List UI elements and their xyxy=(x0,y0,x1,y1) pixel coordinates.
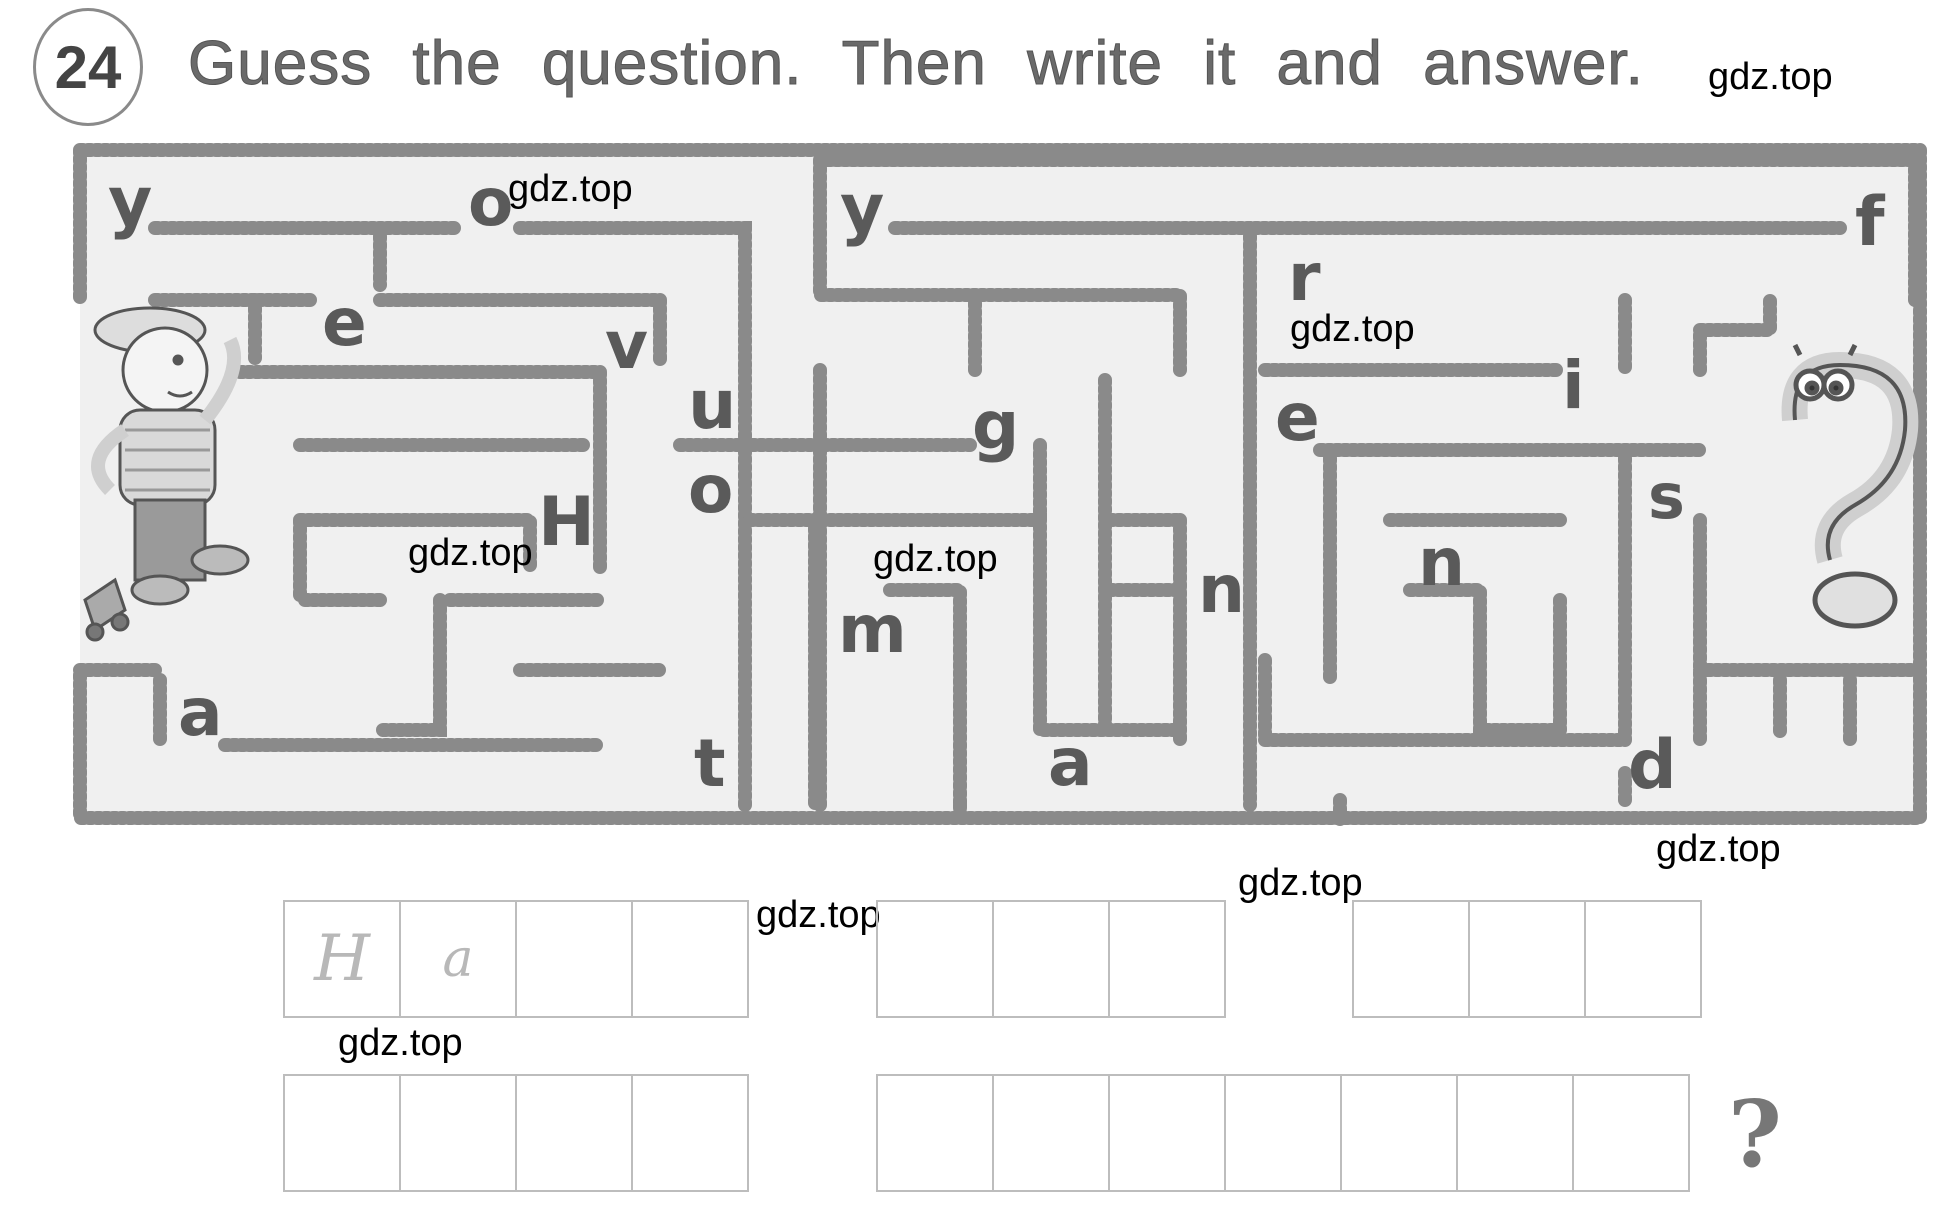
watermark: gdz.top xyxy=(1656,828,1781,870)
watermark: gdz.top xyxy=(508,168,633,210)
maze-letter: y xyxy=(840,170,884,249)
answer-cell[interactable] xyxy=(283,1074,401,1192)
maze-letter: o xyxy=(468,164,513,241)
maze-letter: r xyxy=(1288,239,1321,316)
watermark: gdz.top xyxy=(1290,308,1415,350)
answer-cell[interactable] xyxy=(876,900,994,1018)
answer-cell[interactable]: H xyxy=(283,900,401,1018)
watermark: gdz.top xyxy=(338,1022,463,1064)
answer-cell[interactable] xyxy=(1584,900,1702,1018)
answer-row-2-word-1 xyxy=(283,1074,749,1192)
exercise-instruction: Guess the question. Then write it and an… xyxy=(188,29,1644,99)
sailor-boy-illustration xyxy=(83,306,250,642)
watermark: gdz.top xyxy=(408,532,533,574)
maze-letter: y xyxy=(108,163,152,242)
answer-cell[interactable] xyxy=(1108,1074,1226,1192)
maze-letter: t xyxy=(694,725,726,802)
answer-cell[interactable] xyxy=(1108,900,1226,1018)
maze-letter: m xyxy=(838,591,907,668)
maze-letter: n xyxy=(1198,551,1245,628)
maze-letter: e xyxy=(1275,379,1320,456)
maze-letter: s xyxy=(1648,460,1685,533)
maze-letter: a xyxy=(1048,724,1093,801)
maze-letter: g xyxy=(972,387,1019,464)
answer-cell[interactable] xyxy=(399,1074,517,1192)
maze-letter: o xyxy=(688,451,733,528)
answer-cell[interactable] xyxy=(992,1074,1110,1192)
maze-letter: v xyxy=(605,307,648,384)
answer-cell[interactable] xyxy=(1572,1074,1690,1192)
maze-letter: f xyxy=(1855,183,1886,262)
watermark: gdz.top xyxy=(756,894,881,936)
answer-cell[interactable] xyxy=(631,900,749,1018)
maze-walls xyxy=(73,143,1927,827)
question-end-mark: ? xyxy=(1728,1080,1782,1188)
maze-background xyxy=(80,148,1920,818)
answer-cell[interactable] xyxy=(1352,900,1470,1018)
maze-letter: d xyxy=(1628,726,1677,805)
answer-cell[interactable] xyxy=(1456,1074,1574,1192)
answer-cell[interactable] xyxy=(1468,900,1586,1018)
maze-letter: u xyxy=(688,366,736,445)
maze-letter: e xyxy=(322,284,367,361)
answer-cell[interactable] xyxy=(515,900,633,1018)
answer-cell[interactable] xyxy=(1224,1074,1342,1192)
answer-row-1-word-1: H a xyxy=(283,900,749,1018)
answer-row-1-word-2 xyxy=(876,900,1226,1018)
watermark: gdz.top xyxy=(1238,862,1363,904)
question-mark-character-illustration xyxy=(1781,343,1919,629)
maze: y o e v u o H a t m g a y r n e i n s d … xyxy=(73,143,1927,827)
maze-letters: y o e v u o H a t m g a y r n e i n s d … xyxy=(108,163,1886,805)
exercise-number: 24 xyxy=(33,8,143,126)
watermark: gdz.top xyxy=(1708,56,1833,98)
answer-cell[interactable] xyxy=(1340,1074,1458,1192)
answer-cell[interactable] xyxy=(631,1074,749,1192)
maze-letter: n xyxy=(1418,524,1465,601)
maze-letter: i xyxy=(1562,347,1585,424)
maze-letter: H xyxy=(538,483,595,562)
answer-cell[interactable] xyxy=(992,900,1110,1018)
watermark: gdz.top xyxy=(873,538,998,580)
answer-cell[interactable]: a xyxy=(399,900,517,1018)
answer-row-2-word-2 xyxy=(876,1074,1690,1192)
answer-cell[interactable] xyxy=(515,1074,633,1192)
answer-cell[interactable] xyxy=(876,1074,994,1192)
answer-row-1-word-3 xyxy=(1352,900,1702,1018)
maze-letter: a xyxy=(178,674,223,751)
